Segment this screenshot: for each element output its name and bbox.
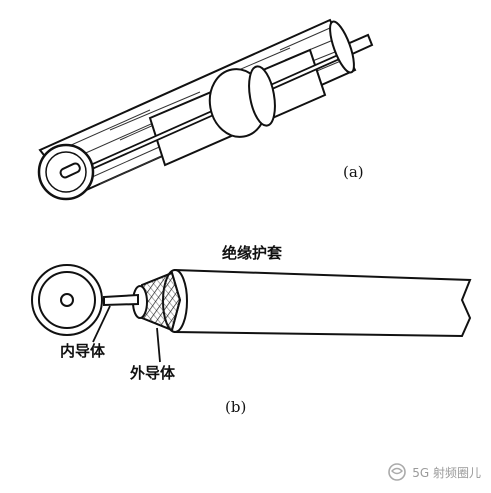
leader-lines <box>92 305 161 363</box>
inner-pin <box>103 293 139 307</box>
watermark: 5G 射频圈儿 <box>387 461 481 483</box>
cable-side-view <box>103 268 472 338</box>
caption-a: (a) <box>343 163 364 181</box>
label-inner-conductor: 内导体 <box>60 342 106 360</box>
watermark-text: 5G 射频圈儿 <box>412 465 481 480</box>
jacket <box>174 268 472 338</box>
cylinder-cutaway <box>37 18 374 201</box>
label-outer-conductor: 外导体 <box>130 364 176 382</box>
label-jacket: 绝缘护套 <box>222 244 283 262</box>
caption-b: (b) <box>225 398 247 416</box>
cable-cross-section <box>31 264 103 336</box>
wechat-channel-icon <box>388 463 407 481</box>
